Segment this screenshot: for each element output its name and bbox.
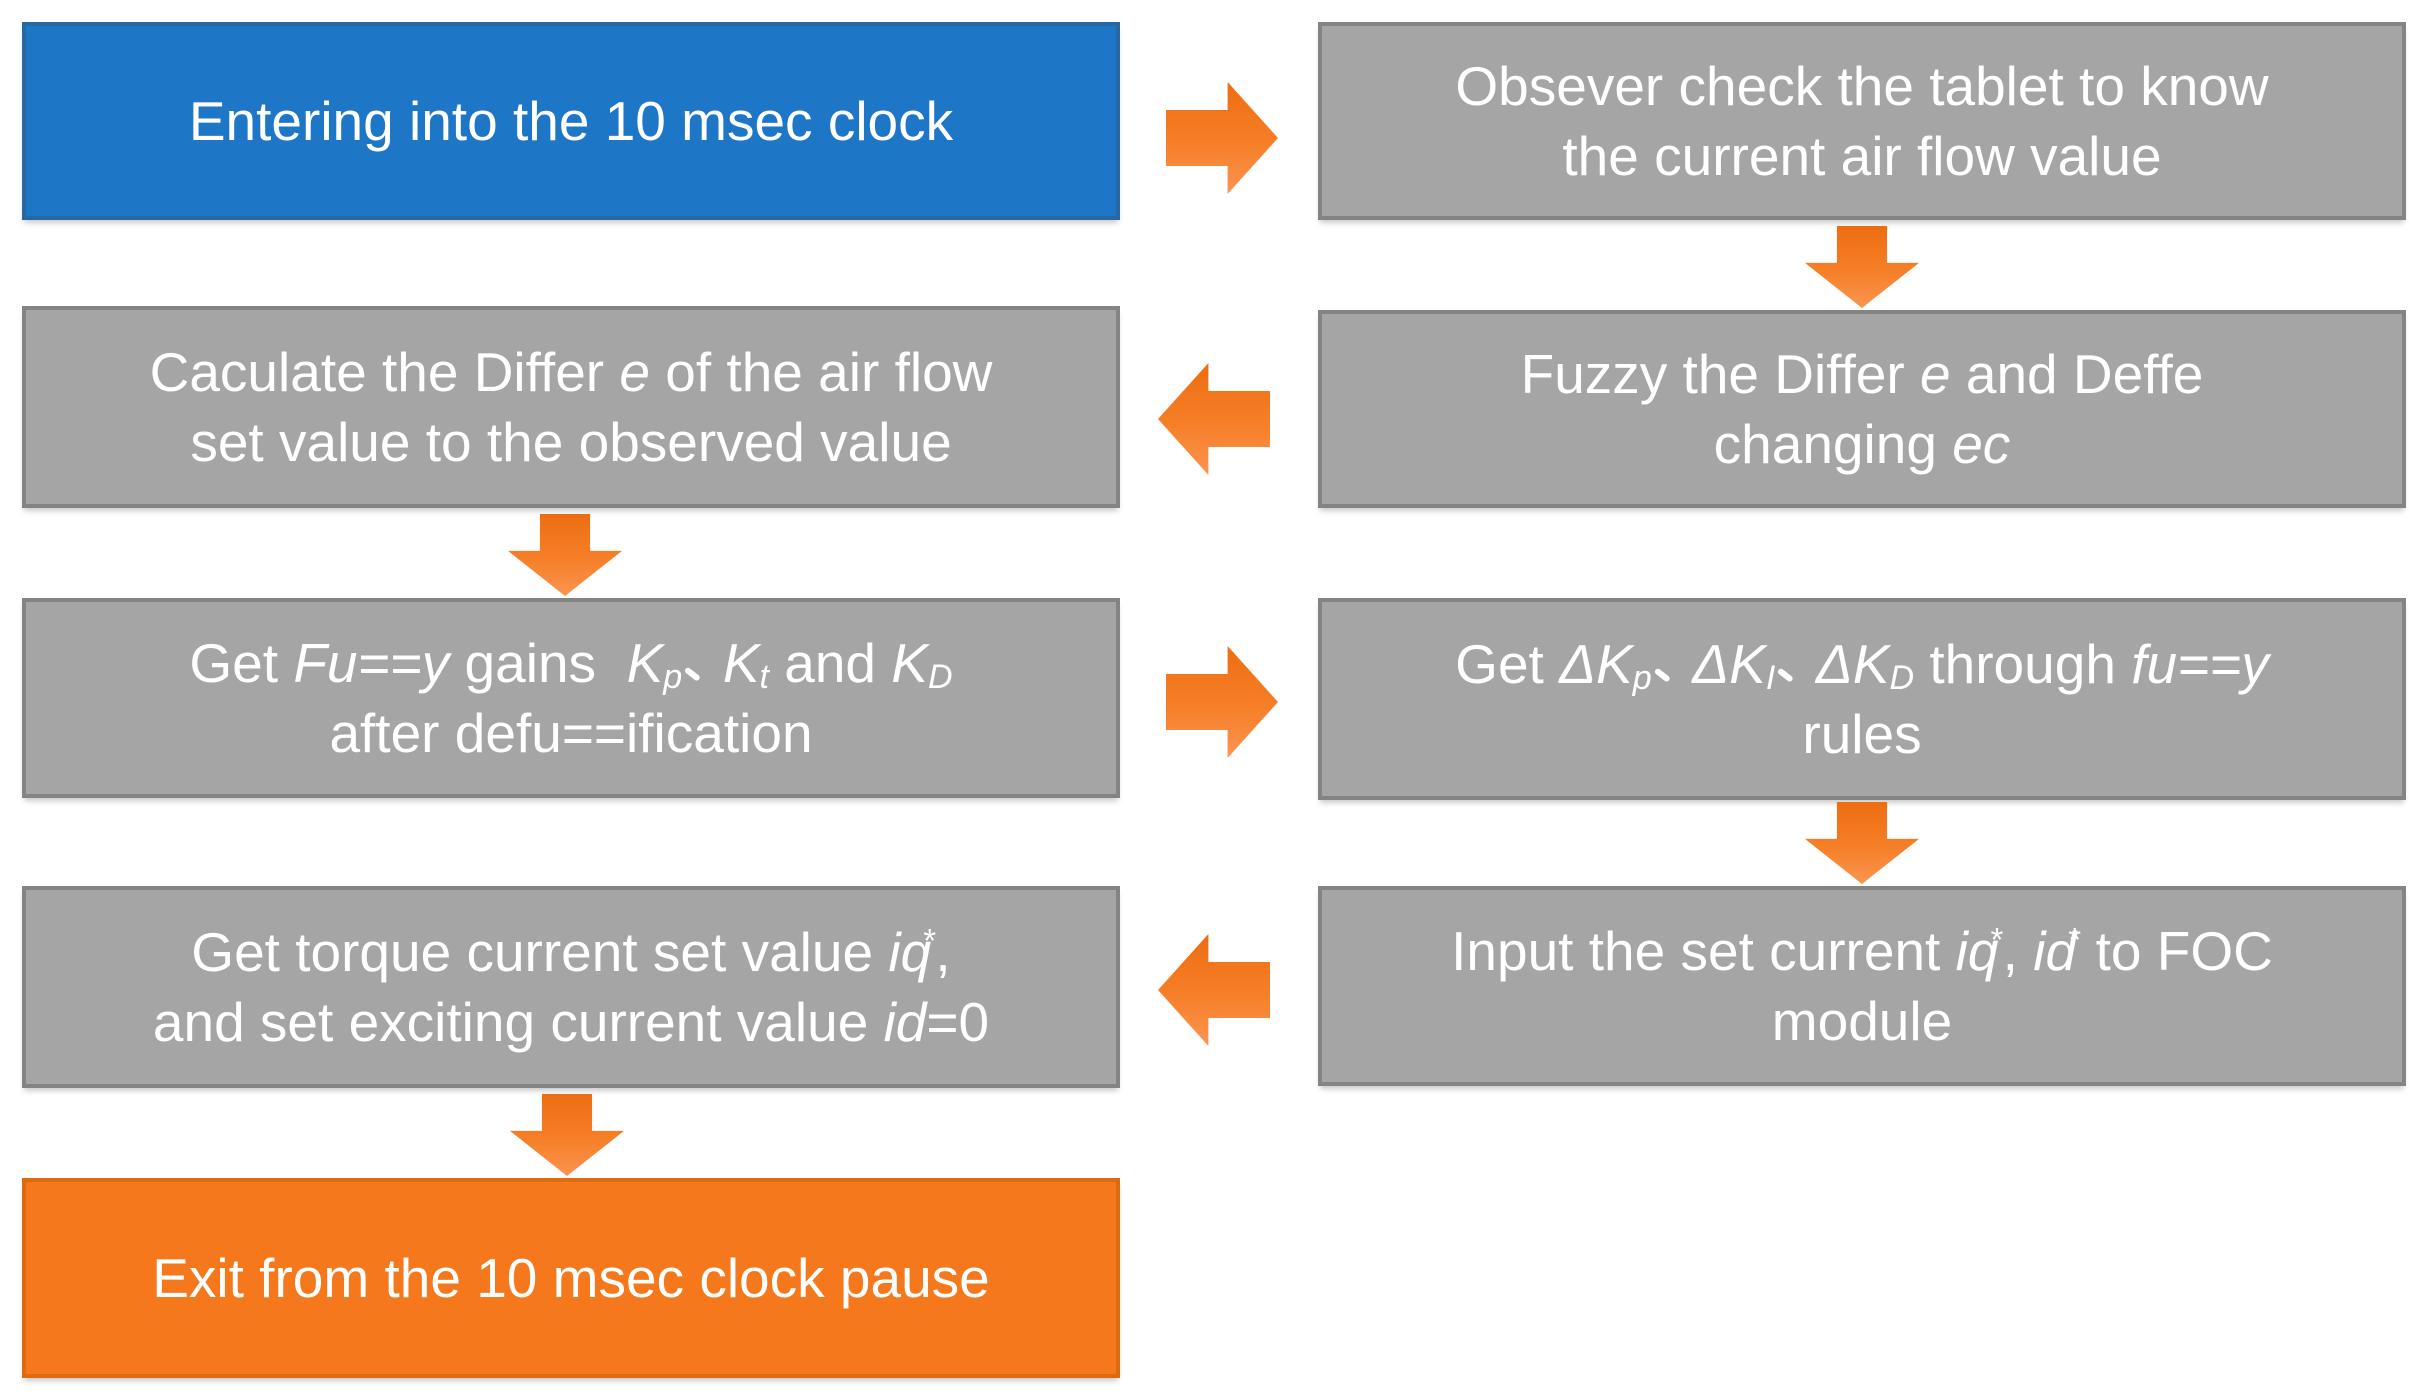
ideographic-comma — [1652, 655, 1677, 683]
arrow-down-icon — [1805, 226, 1919, 308]
flow-step-entering-clock: Entering into the 10 msec clock — [22, 22, 1120, 220]
arrow-right-icon — [1166, 646, 1278, 758]
flow-step-label: Entering into the 10 msec clock — [188, 89, 954, 152]
arrow-down-icon — [508, 514, 622, 596]
arrow-left-icon — [1158, 363, 1270, 475]
arrow-left-icon — [1158, 934, 1270, 1046]
ideographic-comma — [682, 654, 707, 682]
flow-step-label: Get torque current set value iq*,and set… — [152, 920, 990, 1053]
ideographic-comma — [1775, 655, 1800, 683]
arrow-down-icon — [1805, 802, 1919, 884]
arrow-right-icon — [1166, 82, 1278, 194]
arrow-down-icon — [510, 1094, 624, 1176]
flow-step-label: Exit from the 10 msec clock pause — [152, 1246, 990, 1309]
flow-step-get-torque-current: Get torque current set value iq*,and set… — [22, 886, 1120, 1088]
flow-step-exit-clock: Exit from the 10 msec clock pause — [22, 1178, 1120, 1378]
